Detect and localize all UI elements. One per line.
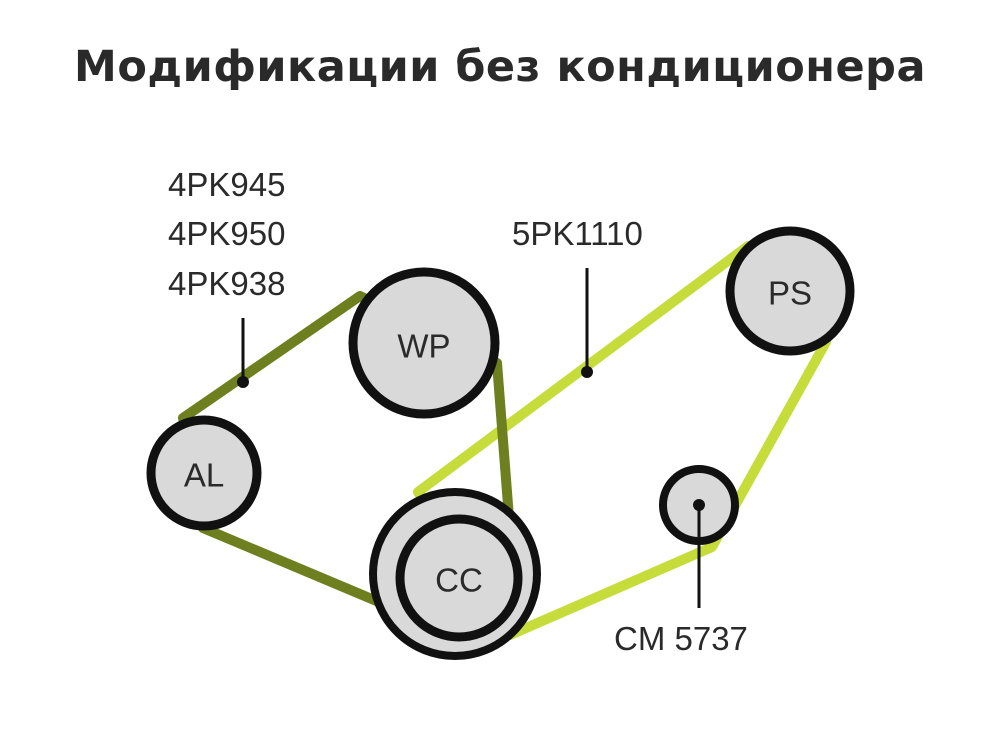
- part-number-cm5737: CM 5737: [614, 620, 748, 657]
- pulley-wp-label: WP: [397, 328, 450, 365]
- pulley-ps-label: PS: [768, 275, 812, 312]
- leader-dot-4pk: [237, 376, 249, 388]
- diagram-title: Модификации без кондиционера: [74, 42, 926, 92]
- pulley-ps: [725, 226, 855, 356]
- part-number-5pk1110: 5PK1110: [512, 215, 643, 252]
- part-number-4pk945: 4PK945: [168, 166, 285, 203]
- part-number-4pk938: 4PK938: [168, 265, 285, 302]
- pulley-wp: [348, 267, 500, 419]
- leader-dot-5pk: [581, 366, 593, 378]
- pulley-al-label: AL: [184, 457, 224, 494]
- pulley-cc-label: CC: [435, 562, 483, 599]
- part-number-4pk950: 4PK950: [168, 215, 285, 252]
- pulley-al: [146, 415, 262, 531]
- pulley-cc-inner: [395, 514, 523, 642]
